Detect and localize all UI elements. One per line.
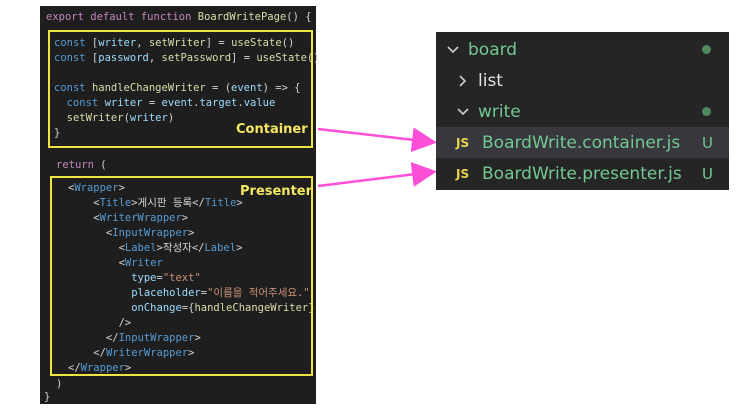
- chevron-right-icon: [456, 74, 470, 88]
- modified-dot-icon: [702, 107, 711, 116]
- code-line-close-brace: }: [44, 391, 51, 403]
- code-line-p4: <Label>작성자</Label>: [68, 242, 243, 254]
- js-file-icon: JS: [456, 166, 470, 181]
- untracked-status-badge: U: [702, 164, 713, 183]
- code-line-handler-body-1: const writer = event.target.value: [66, 97, 276, 109]
- code-line-return: return (: [56, 159, 107, 171]
- tree-file-presenter[interactable]: JS BoardWrite.presenter.js U: [436, 158, 729, 189]
- code-line-close-paren: ): [56, 378, 63, 390]
- tree-folder-list[interactable]: list: [436, 65, 729, 96]
- code-line-header: export default function BoardWritePage()…: [46, 11, 312, 23]
- code-line-p2: <WriterWrapper>: [68, 212, 189, 224]
- code-line-p5: <Writer: [68, 257, 163, 269]
- code-line-p12: </Wrapper>: [68, 362, 132, 374]
- tree-label-list: list: [478, 70, 503, 91]
- container-highlight-box: [48, 30, 313, 148]
- code-line-p7: placeholder="이름을 적어주세요.": [131, 287, 310, 299]
- tree-label-presenter-file: BoardWrite.presenter.js: [482, 163, 682, 184]
- js-file-icon: JS: [456, 135, 470, 150]
- untracked-status-badge: U: [702, 133, 713, 152]
- code-line-p0: <Wrapper>: [68, 182, 125, 194]
- tree-file-container[interactable]: JS BoardWrite.container.js U: [436, 127, 729, 158]
- code-line-handler-body-2: setWriter(writer): [66, 112, 175, 124]
- file-explorer: board list write JS BoardWrite.container…: [436, 32, 729, 190]
- code-line-p9: />: [68, 317, 132, 329]
- container-label: Container: [236, 122, 308, 137]
- tree-label-container-file: BoardWrite.container.js: [482, 132, 681, 153]
- tree-folder-board[interactable]: board: [436, 34, 729, 65]
- container-arrow: [317, 127, 437, 153]
- modified-dot-icon: [702, 45, 711, 54]
- chevron-down-icon: [456, 105, 470, 119]
- code-editor: export default function BoardWritePage()…: [40, 6, 320, 404]
- code-line-writer-state: const [writer, setWriter] = useState(): [54, 37, 295, 49]
- code-line-handler-def: const handleChangeWriter = (event) => {: [54, 82, 301, 94]
- code-line-handler-close: }: [54, 127, 61, 139]
- code-line-p6: type="text": [131, 272, 201, 284]
- tree-folder-write[interactable]: write: [436, 96, 729, 127]
- presenter-label: Presenter: [240, 184, 313, 199]
- code-line-p10: </InputWrapper>: [68, 332, 201, 344]
- presenter-highlight-box: [50, 176, 313, 376]
- code-line-p1: <Title>게시판 등록</Title>: [68, 197, 243, 209]
- tree-label-write: write: [478, 101, 521, 122]
- code-line-password-state: const [password, setPassword] = useState…: [54, 52, 320, 64]
- chevron-down-icon: [446, 43, 460, 57]
- tree-label-board: board: [468, 39, 518, 60]
- presenter-arrow: [317, 162, 437, 188]
- code-line-p11: </WriterWrapper>: [68, 347, 195, 359]
- code-line-p3: <InputWrapper>: [68, 227, 195, 239]
